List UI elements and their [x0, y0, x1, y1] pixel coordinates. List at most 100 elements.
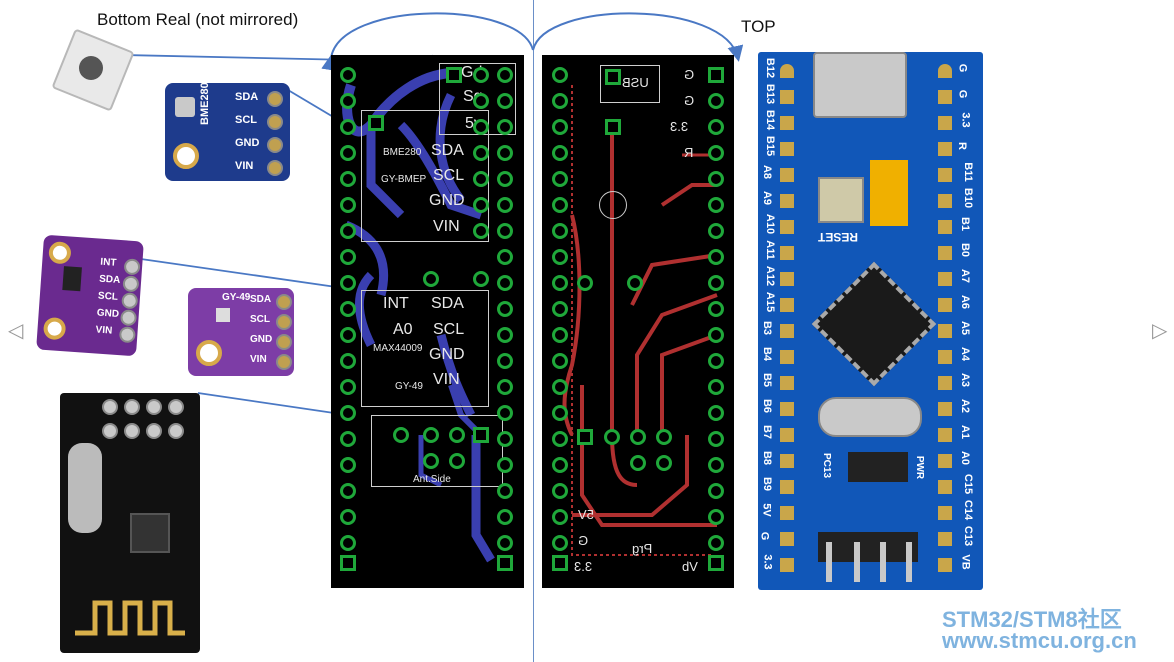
max44009-pin-int: INT	[99, 256, 117, 269]
silk-g-1: G	[684, 67, 695, 82]
stm-pin-r-b0: B0	[959, 242, 972, 258]
pad-label-scl: SCL	[433, 167, 465, 184]
stm-pin-b3: B3	[761, 320, 774, 336]
pad-label-vin: VIN	[433, 218, 460, 235]
divider-line	[533, 0, 534, 662]
stm-pin-r-a7: A7	[959, 268, 972, 284]
gy49-pin-scl: SCL	[250, 314, 270, 325]
silk-g-bottom: G	[578, 533, 589, 548]
stm-pin-r-c13: C13	[962, 525, 975, 547]
top-title: TOP	[741, 17, 776, 36]
stm-pin-b5: B5	[761, 372, 774, 388]
pad-label-vin-2: VIN	[433, 371, 460, 388]
pad-label-a0: A0	[393, 321, 413, 338]
silk-3v3-bottom: 3.3	[574, 559, 593, 574]
reset-button	[818, 177, 864, 223]
stm-pin-b7: B7	[761, 424, 774, 440]
stm-pin-r-3v3: 3.3	[959, 112, 972, 128]
stm-pin-r-c14: C14	[962, 499, 975, 521]
stm-pin-b8: B8	[761, 450, 774, 466]
stm32-board: RESET PC13 PWR B12 B13 B14 B15 A8 A9 A10…	[758, 52, 983, 590]
stm-pin-r-r: R	[955, 142, 968, 150]
gy49-pin-gnd: GND	[250, 334, 273, 345]
crystal	[818, 397, 922, 437]
stm-pin-5v: 5V	[760, 503, 773, 517]
stm-pin-r-g2: G	[956, 89, 969, 99]
stm-pin-r-a3: A3	[959, 372, 972, 388]
max44009-pin-vin: VIN	[95, 324, 113, 337]
pad-label-gnd: GND	[429, 192, 465, 209]
max44009-pin-gnd: GND	[96, 307, 120, 321]
stm-pin-b12: B12	[764, 57, 777, 79]
gy49-title: GY-49	[222, 292, 251, 303]
bme280-pin-sda: SDA	[235, 91, 259, 103]
next-slide-icon[interactable]: ▷	[1152, 320, 1168, 342]
bme280-chip-label: BME280	[199, 82, 211, 125]
watermark-line1: STM32/STM8社区	[942, 607, 1122, 632]
gy49-pin-sda: SDA	[250, 294, 272, 305]
previous-slide-icon[interactable]: ◁	[8, 320, 24, 342]
stm-pin-a10: A10	[764, 213, 777, 235]
silk-3v3: 3.3	[670, 119, 689, 134]
silk-g-2: G	[684, 93, 695, 108]
stm-pin-r-b1: B1	[959, 216, 972, 232]
pad-label-sda-2: SDA	[431, 295, 464, 312]
stm-pin-b13: B13	[764, 83, 777, 105]
stm-pin-r-b10: B10	[962, 187, 975, 209]
stm-pin-r-b11: B11	[961, 162, 974, 182]
stm-pin-r-a0: A0	[959, 450, 972, 466]
silk-gy49: GY-49	[395, 381, 423, 392]
stm-pin-r-a5: A5	[959, 320, 972, 336]
bme280-pin-vin: VIN	[235, 160, 254, 172]
stm-pin-3v3: 3.3	[761, 554, 774, 570]
silk-max44009: MAX44009	[373, 343, 423, 354]
gy49-module: GY-49 SDA SCL GND VIN	[188, 288, 294, 376]
pad-label-gnd-2: GND	[429, 346, 465, 363]
usb-connector	[813, 52, 907, 118]
pad-label-sda: SDA	[431, 142, 464, 159]
max44009-pin-sda: SDA	[98, 273, 121, 287]
stm-pin-r-c15: C15	[962, 473, 975, 495]
gy49-pin-vin: VIN	[250, 354, 267, 365]
pad-label-scl-2: SCL	[433, 321, 465, 338]
bme280-pin-scl: SCL	[235, 114, 257, 126]
nrf24-module	[60, 393, 200, 653]
silk-ant-side: Ant.Side	[413, 474, 451, 485]
bme280-module: BME280 SDA SCL GND VIN	[165, 82, 290, 181]
stm-pin-b15: B15	[764, 135, 777, 157]
silk-5v: 5V	[578, 507, 594, 522]
stm-pin-b4: B4	[761, 346, 774, 362]
mcu-chip	[811, 261, 937, 387]
bottom-pcb-view: Gd Sg 5v SDA SCL GND VIN INT SDA A0 SCL …	[331, 55, 524, 588]
bme280-pin-gnd: GND	[235, 137, 260, 149]
silk-prg: Prg	[632, 541, 653, 556]
top-pcb-view: USB G G 3.3 R 5V G 3.3 Prg Vb	[542, 55, 734, 588]
stm-pin-b6: B6	[761, 398, 774, 414]
pad-label-int: INT	[383, 295, 409, 312]
max44009-module: INT SDA SCL GND VIN	[36, 234, 144, 357]
silk-r: R	[684, 145, 694, 160]
bottom-title: Bottom Real (not mirrored)	[97, 10, 299, 29]
pc13-label: PC13	[821, 452, 833, 479]
stm-pin-r-g1: G	[956, 63, 969, 73]
silk-bme280: BME280	[383, 147, 422, 158]
stm-pin-a8: A8	[761, 164, 774, 180]
stm-pin-r-vb: VB	[959, 554, 972, 570]
stm-pin-r-a2: A2	[959, 398, 972, 414]
stm-pin-a11: A11	[763, 240, 776, 260]
stm-pin-g: G	[758, 531, 771, 541]
stm-pin-a15: A15	[764, 291, 777, 313]
silk-gy-bmep: GY-BMEP	[381, 174, 427, 185]
stm-pin-a9: A9	[761, 190, 774, 206]
pwr-label: PWR	[914, 455, 926, 480]
max44009-pin-scl: SCL	[97, 290, 119, 303]
stm-pin-r-a4: A4	[959, 346, 972, 362]
stm-pin-r-a6: A6	[959, 294, 972, 310]
stm-pin-b9: B9	[761, 476, 774, 492]
top-traces	[562, 85, 718, 556]
stm-pin-a12: A12	[764, 265, 777, 287]
reset-label: RESET	[818, 230, 859, 244]
silk-vb: Vb	[682, 559, 698, 574]
stm-pin-b14: B14	[764, 109, 777, 131]
silk-usb: USB	[622, 75, 649, 90]
